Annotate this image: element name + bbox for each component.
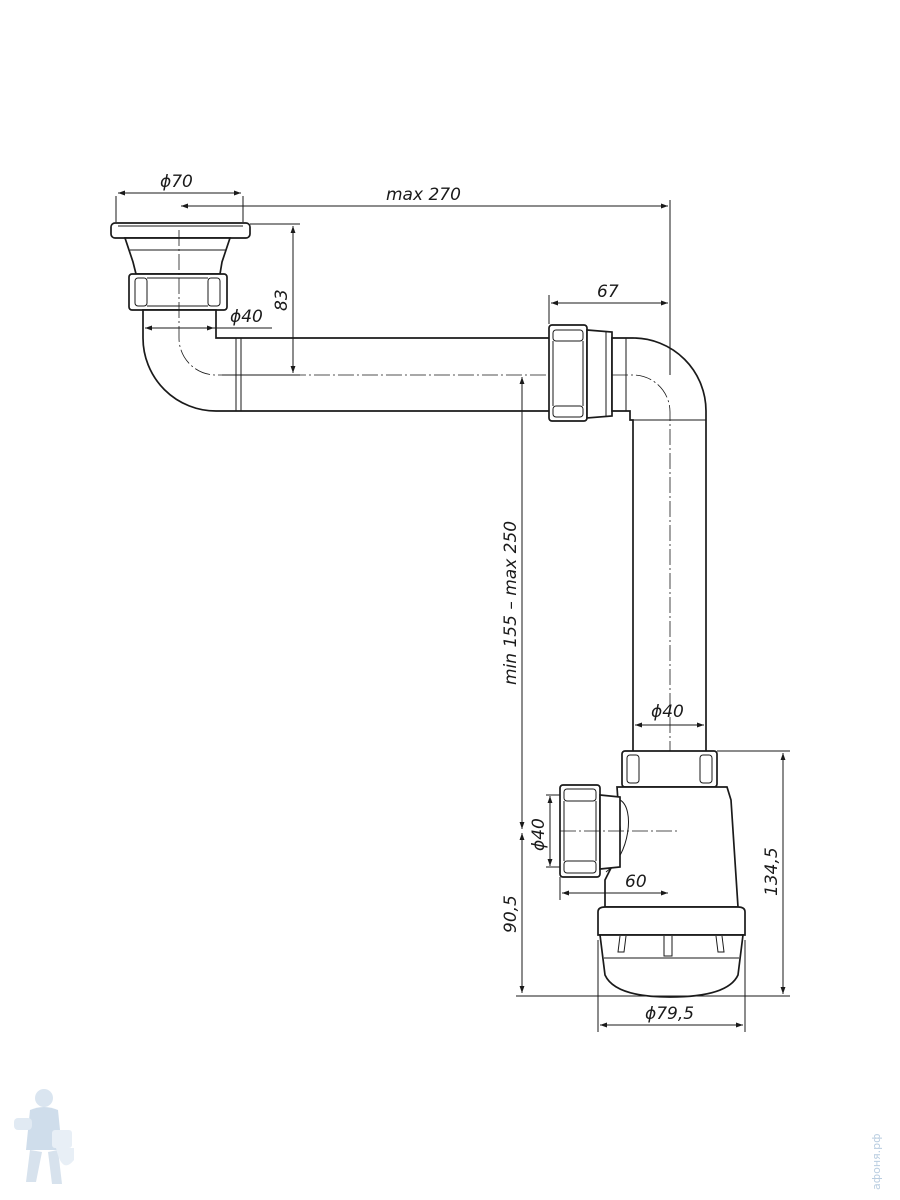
dim-max-270: max 270 — [386, 185, 461, 205]
dim-width-60: 60 — [625, 872, 647, 892]
dim-height-90-5: 90,5 — [501, 895, 521, 933]
dim-diameter-79-5: ϕ79,5 — [645, 1004, 694, 1024]
dim-diameter-40-top: ϕ40 — [230, 307, 263, 327]
plumber-mascot-icon — [14, 1089, 74, 1184]
dim-height-range: min 155 – max 250 — [501, 521, 521, 685]
dim-width-67: 67 — [597, 282, 619, 302]
drain-outlet — [110, 222, 251, 311]
bottle-trap — [559, 750, 746, 998]
dim-height-134-5: 134,5 — [762, 847, 782, 896]
dim-diameter-70: ϕ70 — [160, 172, 193, 192]
watermark-text: афоня.рф — [870, 1133, 883, 1190]
dimension-lines — [115, 190, 790, 1032]
cap-ribs — [617, 935, 725, 957]
coupling-nut — [548, 324, 613, 422]
dim-height-83: 83 — [272, 289, 292, 311]
dim-diameter-40-vertical: ϕ40 — [651, 702, 684, 722]
vertical-pipe — [611, 337, 707, 930]
dim-diameter-40-side: ϕ40 — [529, 818, 549, 851]
